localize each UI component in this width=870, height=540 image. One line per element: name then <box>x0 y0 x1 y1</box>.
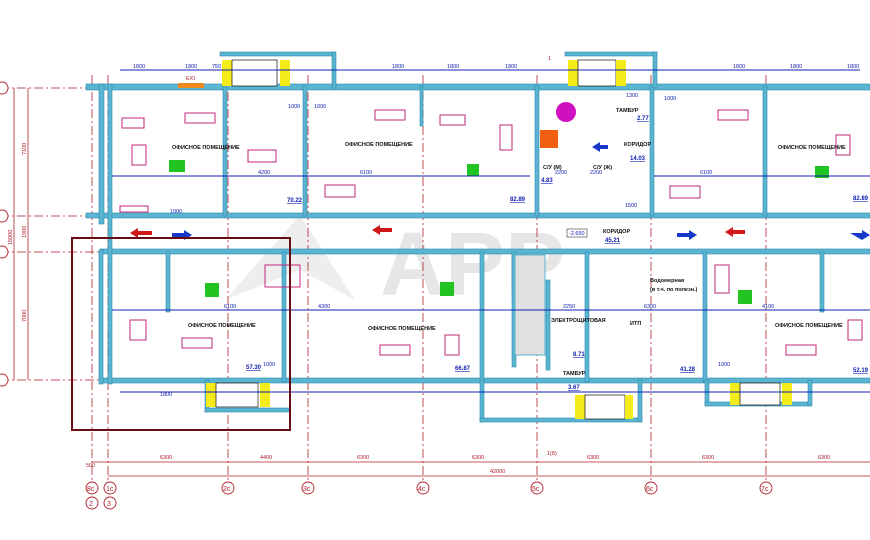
dim-label: 1800 <box>847 64 859 70</box>
dim-label: 6300 <box>587 455 599 461</box>
room-label-tambur-bottom: ТАМБУР <box>563 371 586 377</box>
axis-label: 5c <box>532 486 540 493</box>
axis-label: 4c <box>418 486 426 493</box>
dim-label: 4400 <box>260 455 272 461</box>
section-mark-top: 1 <box>548 56 551 62</box>
dim-label: 6100 <box>700 170 712 176</box>
room-label-office: ОФИСНОЕ ПОМЕЩЕНИЕ <box>345 142 413 148</box>
dim-label: 1000 <box>718 362 730 368</box>
furniture <box>119 102 863 356</box>
highlight-frame <box>71 237 291 431</box>
dim-label: 6300 <box>357 455 369 461</box>
dim-label: 1800 <box>133 64 145 70</box>
left-dimensions: 7100 1900 7000 16000 <box>0 81 29 387</box>
dim-label: 1800 <box>392 64 404 70</box>
dim-label: 6300 <box>818 455 830 461</box>
room-label-electrical: ЭЛЕКТРОЩИТОВАЯ <box>551 318 606 324</box>
room-label-office: ОФИСНОЕ ПОМЕЩЕНИЕ <box>172 145 240 151</box>
room-area: 3.67 <box>568 385 580 391</box>
room-label-corridor: КОРИДОР <box>603 229 630 235</box>
room-area: 41.28 <box>680 367 696 373</box>
dim-label: 1500 <box>625 203 637 209</box>
dim-label: 4300 <box>318 304 330 310</box>
dim-label: 1000 <box>170 209 182 215</box>
stairs <box>206 59 792 420</box>
dim-7100: 7100 <box>22 143 28 155</box>
axis-label: 2 <box>89 501 93 508</box>
exit-label: EXI <box>186 76 195 82</box>
room-area: 57.30 <box>246 365 262 371</box>
dim-label: 6300 <box>702 455 714 461</box>
axis-label: 3 <box>107 501 111 508</box>
room-label-office: ОФИСНОЕ ПОМЕЩЕНИЕ <box>188 323 256 329</box>
dim-label: 1800 <box>185 64 197 70</box>
dim-16000: 16000 <box>8 230 14 245</box>
axis-label: 2c <box>223 486 231 493</box>
room-area: 8.71 <box>573 352 585 358</box>
dim-label: 6300 <box>472 455 484 461</box>
dim-label: 1000 <box>314 104 326 110</box>
axis-label: 6c <box>646 486 654 493</box>
dim-label: 4100 <box>762 304 774 310</box>
room-label-water: Водомерная <box>650 278 684 284</box>
room-area: 66.87 <box>455 366 471 372</box>
dim-label: 2250 <box>563 304 575 310</box>
dim-label: 1800 <box>733 64 745 70</box>
axis-label: 7c <box>761 486 769 493</box>
axis-label: 3c <box>303 486 311 493</box>
dim-label: 1800 <box>790 64 802 70</box>
room-label-wc-w: С/У (Ж) <box>593 165 612 171</box>
dim-label: 4200 <box>258 170 270 176</box>
axis-label: 1c <box>106 486 114 493</box>
room-label-wc-m: С/У (М) <box>543 165 562 171</box>
dim-label: 1800 <box>505 64 517 70</box>
top-dimensions: 1800 1800 750 1000 1000 1800 1800 1800 1… <box>133 64 859 398</box>
room-area: 14.03 <box>630 156 646 162</box>
section-mark-bottom: 1(8) <box>547 451 557 457</box>
dim-label: 6300 <box>160 455 172 461</box>
dim-7000: 7000 <box>22 310 28 322</box>
dim-label: 1000 <box>664 96 676 102</box>
room-label-itp: ИТП <box>630 321 641 327</box>
room-label-tambur-top: ТАМБУР <box>616 108 639 114</box>
inner-dimension-labels: 4200 6100 6100 6100 2250 6300 4100 4300 … <box>170 170 774 368</box>
dim-1900: 1900 <box>22 226 28 238</box>
room-area: 82.89 <box>510 197 526 203</box>
dim-offset: 500 <box>86 463 95 469</box>
room-label-office: ОФИСНОЕ ПОМЕЩЕНИЕ <box>368 326 436 332</box>
dim-label: 2200 <box>555 170 567 176</box>
room-area: 82.89 <box>853 196 869 202</box>
dim-label: 1000 <box>288 104 300 110</box>
room-area: 45.21 <box>605 238 621 244</box>
dim-label: 6100 <box>224 304 236 310</box>
evacuation-arrows <box>130 142 870 240</box>
room-label-office: ОФИСНОЕ ПОМЕЩЕНИЕ <box>778 145 846 151</box>
dim-label: 1800 <box>447 64 459 70</box>
dim-label: 1300 <box>626 93 638 99</box>
room-label-corridor-top: КОРИДОР <box>624 142 651 148</box>
room-area: 4.83 <box>541 178 553 184</box>
dim-label: 6300 <box>644 304 656 310</box>
axis-markers: 8c 1c 2c 3c 4c 5c 6c 7c 2 3 <box>85 481 773 510</box>
room-labels: ОФИСНОЕ ПОМЕЩЕНИЕ 70.22 ОФИСНОЕ ПОМЕЩЕНИ… <box>172 76 869 391</box>
dim-overall: 42000 <box>490 469 505 475</box>
dim-label: 1800 <box>160 392 172 398</box>
inner-dimensions <box>112 69 870 393</box>
axis-label: 8c <box>87 486 95 493</box>
dim-label: 1000 <box>263 362 275 368</box>
dim-label: 750 <box>212 64 221 70</box>
dim-label: 2200 <box>590 170 602 176</box>
bottom-dimensions: 6300 4400 6300 6300 6300 6300 6300 42000… <box>86 56 870 477</box>
room-area: 52.19 <box>853 368 869 374</box>
room-area: 2.77 <box>637 116 649 122</box>
room-area: 70.22 <box>287 198 303 204</box>
level-mark: -2.650 <box>569 231 585 237</box>
room-label-water-note: (в т.ч. по полезн.) <box>650 287 698 293</box>
dim-label: 6100 <box>360 170 372 176</box>
room-label-office: ОФИСНОЕ ПОМЕЩЕНИЕ <box>775 323 843 329</box>
